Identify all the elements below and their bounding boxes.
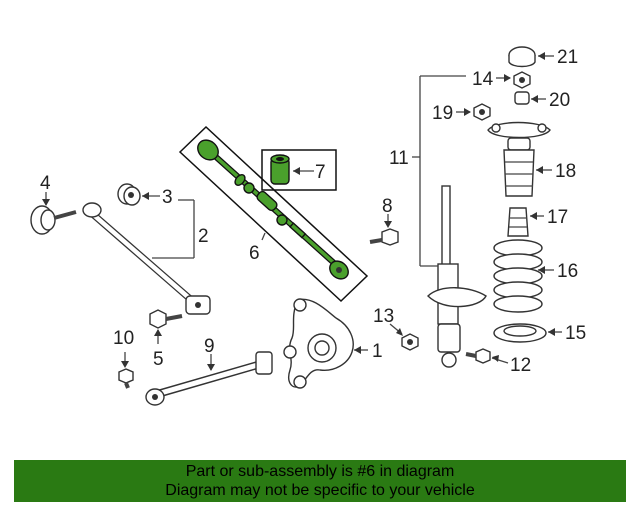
item-21-cap[interactable] [508, 46, 536, 68]
item-20-bushing[interactable] [514, 91, 530, 105]
callout-20: 20 [549, 90, 570, 111]
item-11-strut[interactable] [427, 185, 487, 368]
item-17-bumper[interactable] [507, 207, 529, 237]
callout-13: 13 [373, 306, 394, 327]
banner-line-2: Diagram may not be specific to your vehi… [165, 482, 475, 499]
callout-1: 1 [372, 341, 383, 362]
item-13-nut[interactable] [401, 333, 419, 351]
item-4-bolt[interactable] [30, 205, 77, 235]
info-banner: Part or sub-assembly is #6 in diagram Di… [14, 460, 626, 502]
banner-line-1: Part or sub-assembly is #6 in diagram [185, 463, 455, 480]
callout-7: 7 [315, 162, 326, 183]
callout-5: 5 [153, 349, 164, 370]
callout-17: 17 [547, 207, 568, 228]
item-14-nut[interactable] [513, 71, 531, 89]
item-9-trailing-arm[interactable] [145, 351, 273, 406]
callout-19: 19 [432, 103, 453, 124]
callout-21: 21 [557, 47, 578, 68]
callout-3: 3 [162, 187, 173, 208]
item-1-knuckle[interactable] [283, 298, 354, 389]
item-18-mount[interactable] [487, 121, 551, 197]
assembly-6-end-bushing-left [197, 139, 219, 161]
item-10-bolt[interactable] [118, 368, 134, 389]
item-5-bolt[interactable] [149, 309, 183, 329]
item-7-bushing[interactable] [270, 154, 290, 185]
item-15-insulator[interactable] [493, 323, 547, 343]
item-7-frame [261, 149, 337, 191]
assembly-6-frame [178, 125, 369, 303]
callout-2: 2 [198, 226, 209, 247]
assembly-6-group[interactable] [178, 125, 369, 303]
callout-11: 11 [389, 148, 409, 169]
assembly-6-sleeve [256, 190, 278, 212]
item-19-nut[interactable] [473, 103, 491, 121]
item-12-bolt[interactable] [465, 348, 491, 364]
item-16-spring[interactable] [493, 239, 543, 313]
callout-16: 16 [557, 261, 578, 282]
parts-diagram: 7 3 2 4 5 6 9 [30, 46, 586, 406]
item-8-bolt[interactable] [369, 228, 399, 246]
callout-12: 12 [510, 355, 531, 376]
item-3-bushing[interactable] [117, 183, 141, 206]
item-2-lateral-arm[interactable] [82, 202, 211, 315]
callout-4: 4 [40, 173, 51, 194]
callout-6: 6 [249, 243, 260, 264]
callout-10: 10 [113, 328, 134, 349]
callout-18: 18 [555, 161, 576, 182]
callout-8: 8 [382, 196, 393, 217]
callout-15: 15 [565, 323, 586, 344]
callout-14: 14 [472, 69, 494, 90]
callout-9: 9 [204, 336, 215, 357]
